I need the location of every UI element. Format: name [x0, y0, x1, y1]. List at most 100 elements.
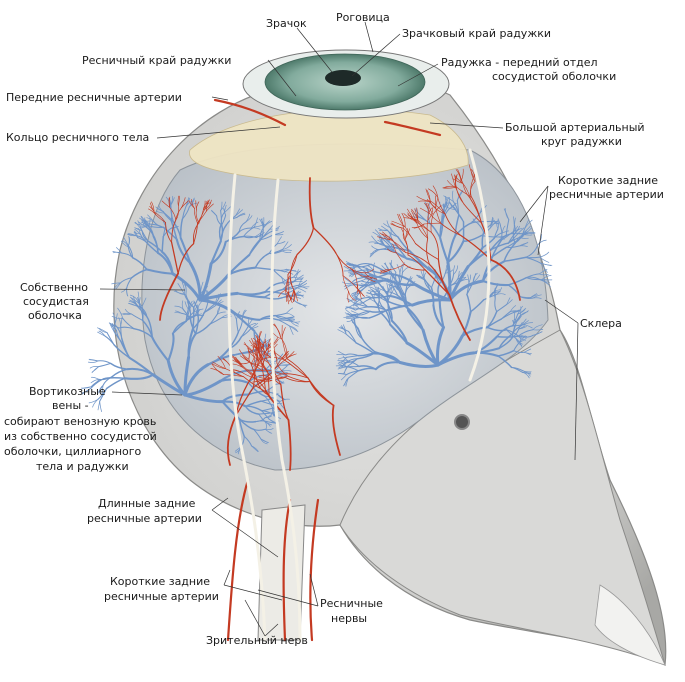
vein-branch	[156, 251, 174, 275]
vein-branch	[232, 350, 254, 356]
vein-branch	[97, 360, 112, 364]
vein-branch	[454, 214, 460, 237]
label-pupil: Зрачок	[266, 17, 307, 30]
vein-branch	[344, 284, 354, 290]
label-choroid-3: оболочка	[28, 309, 82, 322]
vein-branch	[98, 362, 112, 368]
vein-branch	[427, 209, 431, 224]
artery-branch	[257, 356, 271, 361]
artery-branch	[391, 222, 404, 229]
vein-branch	[266, 421, 275, 424]
vein-branch	[481, 231, 485, 249]
vein-branch	[468, 274, 472, 284]
vein-branch	[514, 233, 526, 244]
artery-branch	[247, 347, 250, 360]
artery-branch	[428, 188, 439, 198]
artery-branch	[307, 377, 335, 407]
label-vorticose-6: тела и радужки	[36, 460, 129, 473]
artery-branch	[246, 369, 262, 371]
vein-branch	[214, 299, 222, 307]
vein-branch	[130, 313, 144, 321]
label-ciliary-margin: Ресничный край радужки	[82, 54, 232, 67]
vein-branch	[369, 249, 378, 258]
vein-branch	[358, 365, 377, 370]
vein-branch	[281, 250, 292, 253]
vein-branch	[537, 239, 547, 246]
artery-branch	[426, 219, 429, 239]
artery-branch	[285, 289, 288, 302]
artery-branch	[175, 205, 179, 221]
vein-branch	[220, 224, 224, 242]
vein-branch	[141, 220, 151, 225]
vein-branch	[337, 363, 347, 367]
vein-branch	[221, 214, 227, 226]
artery-branch	[203, 202, 211, 211]
label-vorticose-1: Вортикозные	[29, 385, 106, 398]
vein-branch	[439, 236, 449, 264]
artery-branch	[404, 228, 408, 240]
vein-branch	[158, 204, 164, 212]
artery-branch	[411, 223, 425, 228]
vein-branch	[381, 225, 388, 231]
vein-branch	[354, 306, 369, 311]
vein-branch	[398, 361, 440, 368]
vein-branch	[294, 274, 304, 282]
vein-branch	[186, 301, 190, 311]
vein-branch	[121, 240, 129, 248]
vein-branch	[494, 288, 497, 299]
vein-branch	[281, 276, 285, 286]
vein-branch	[206, 347, 231, 366]
label-vorticose-3: собирают венозную кровь	[4, 415, 157, 428]
vein-branch	[500, 232, 513, 241]
artery-branch	[402, 229, 405, 240]
vein-branch	[532, 294, 542, 299]
leader-lines	[99, 21, 579, 637]
artery-branch	[289, 274, 295, 291]
vein-branch	[507, 276, 528, 286]
vein-branch	[432, 303, 445, 329]
vein-branch	[442, 203, 445, 212]
vein-branch	[247, 381, 266, 397]
vein-branch	[517, 334, 534, 338]
vein-branch	[91, 366, 100, 374]
artery-branch	[278, 289, 286, 298]
vein-branch	[193, 300, 199, 308]
vein-branch	[235, 209, 243, 217]
vein-branch	[370, 263, 390, 275]
artery-trunk	[226, 478, 250, 642]
vein-branch	[272, 269, 283, 278]
artery-branch	[155, 213, 166, 223]
vein-branch	[145, 268, 174, 275]
vein-branch	[123, 237, 129, 246]
vein-branch	[367, 292, 377, 296]
vein-branch	[449, 203, 457, 209]
vein-branch	[133, 230, 138, 238]
artery-branch	[425, 188, 431, 202]
label-vorticose-2: вены -	[52, 399, 89, 412]
vein-branch	[471, 221, 479, 224]
vein-branch	[497, 355, 513, 369]
vein-branch	[502, 230, 509, 234]
ciliary-nerve	[270, 178, 302, 642]
vein-branch	[264, 395, 273, 408]
vein-branch	[503, 242, 517, 263]
vein-branch	[289, 325, 298, 332]
artery-branch	[356, 283, 359, 294]
vein-branch	[181, 206, 190, 220]
artery-branch	[404, 263, 426, 271]
vein-branch	[276, 361, 286, 367]
artery-branch	[235, 387, 254, 417]
ciliary-nerve	[468, 148, 491, 382]
vein-branch	[102, 377, 126, 380]
artery-branch	[256, 335, 259, 349]
vein-branch	[356, 352, 375, 360]
artery-branch	[423, 222, 442, 225]
vein-branch	[399, 263, 403, 275]
artery-branch	[287, 419, 292, 471]
vein-branch	[519, 306, 522, 316]
artery-branch	[285, 274, 291, 291]
artery-branch	[287, 274, 290, 292]
vein-branch	[90, 376, 100, 380]
vein-branch	[532, 331, 543, 336]
artery-branch	[380, 269, 391, 273]
